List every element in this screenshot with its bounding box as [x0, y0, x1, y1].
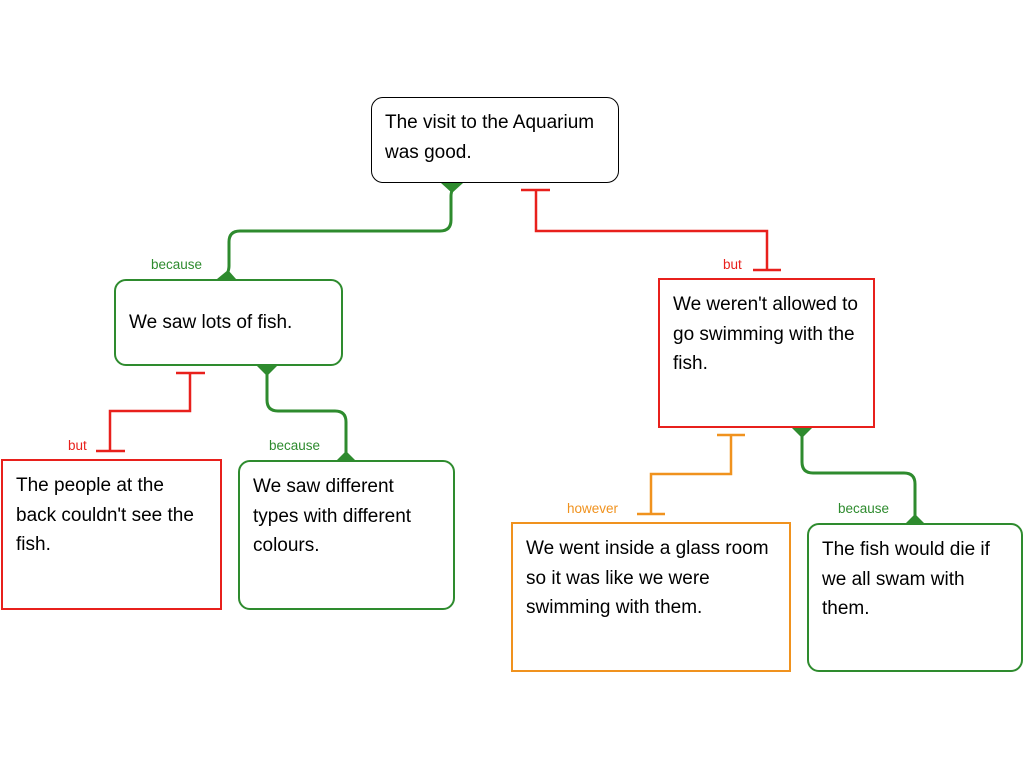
reason-text-types: We saw different types with different co…	[253, 476, 412, 556]
connector-however-glass-to-swim	[649, 435, 733, 514]
reason-text-lots-of-fish: We saw lots of fish.	[129, 311, 293, 333]
reason-box-fish-die[interactable]: The fish would die if we all swam with t…	[807, 523, 1023, 672]
claim-box[interactable]: The visit to the Aquarium was good.	[371, 97, 619, 183]
objection-text-swimming: We weren't allowed to go swimming with t…	[673, 294, 858, 374]
reason-box-lots-of-fish[interactable]: We saw lots of fish.	[114, 279, 343, 366]
label-but-swim: but	[723, 257, 742, 272]
reason-box-types[interactable]: We saw different types with different co…	[238, 460, 455, 610]
rebuttal-box-glass-room[interactable]: We went inside a glass room so it was li…	[511, 522, 791, 672]
connector-head-types-top	[337, 451, 355, 460]
connector-head-fish-top	[217, 270, 236, 279]
connector-head-claim-bottom	[441, 183, 463, 193]
connector-head-swim-bottom	[792, 428, 812, 438]
label-because-die: because	[838, 501, 890, 516]
reason-text-fish-die: The fish would die if we all swam with t…	[822, 539, 990, 619]
label-but-back: but	[68, 438, 87, 453]
rebuttal-text-glass-room: We went inside a glass room so it was li…	[526, 538, 769, 618]
connector-but-swim-to-claim	[534, 190, 769, 270]
connector-head-fish-bottom	[257, 366, 277, 376]
objection-box-back[interactable]: The people at the back couldn't see the …	[1, 459, 222, 610]
label-because-types: because	[269, 438, 321, 453]
objection-box-swimming[interactable]: We weren't allowed to go swimming with t…	[658, 278, 875, 428]
objection-text-back: The people at the back couldn't see the …	[16, 475, 194, 555]
label-however-glass: however	[567, 501, 619, 516]
connector-head-die-top	[906, 514, 924, 523]
connector-but-back-to-fish	[108, 373, 192, 451]
connector-because-swim-to-die	[800, 428, 917, 523]
label-because-claim: because	[151, 257, 203, 272]
connector-because-claim-to-fish	[224, 182, 456, 280]
connector-because-fish-to-types	[265, 366, 348, 460]
claim-text: The visit to the Aquarium was good.	[385, 112, 595, 163]
